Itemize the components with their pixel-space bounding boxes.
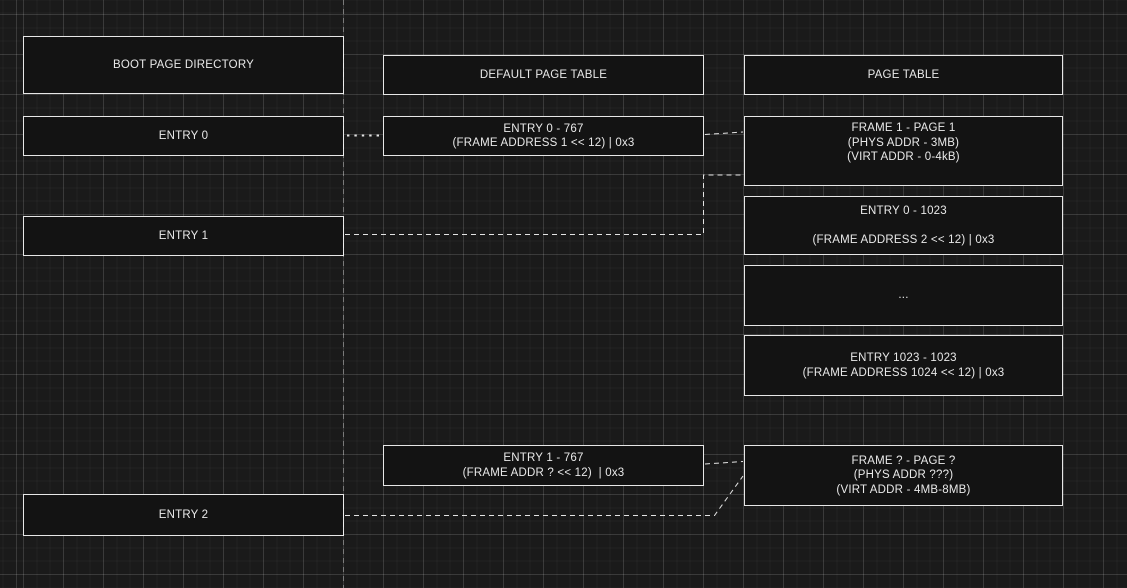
node-default-page-table[interactable]: DEFAULT PAGE TABLE: [383, 55, 704, 95]
node-bpd-entry-1[interactable]: ENTRY 1: [23, 216, 344, 256]
node-bpd-entry-2[interactable]: ENTRY 2: [23, 494, 344, 536]
node-dpt-entry-0[interactable]: ENTRY 0 - 767 (FRAME ADDRESS 1 << 12) | …: [383, 116, 704, 156]
connector-dpt-entry1-to-pt-frame-unknown[interactable]: [704, 461, 744, 465]
node-dpt-entry-1[interactable]: ENTRY 1 - 767 (FRAME ADDR ? << 12) | 0x3: [383, 445, 704, 486]
node-pt-frame-unknown[interactable]: FRAME ? - PAGE ? (PHYS ADDR ???) (VIRT A…: [744, 445, 1063, 506]
node-pt-frame-1[interactable]: FRAME 1 - PAGE 1 (PHYS ADDR - 3MB) (VIRT…: [744, 116, 1063, 186]
connector-bpd-entry1-to-pt-frame1[interactable]: [345, 174, 743, 235]
node-pt-ellipsis[interactable]: ...: [744, 265, 1063, 326]
node-bpd-entry-0[interactable]: ENTRY 0: [23, 116, 344, 156]
connector-bpd-entry2-to-pt-frame-unknown[interactable]: [345, 475, 744, 516]
connector-dpt-entry0-to-pt-frame1[interactable]: [704, 131, 744, 135]
node-boot-page-directory[interactable]: BOOT PAGE DIRECTORY: [23, 36, 344, 94]
node-pt-entry-1023[interactable]: ENTRY 1023 - 1023 (FRAME ADDRESS 1024 <<…: [744, 335, 1063, 396]
node-pt-entry-0[interactable]: ENTRY 0 - 1023 (FRAME ADDRESS 2 << 12) |…: [744, 196, 1063, 255]
node-page-table[interactable]: PAGE TABLE: [744, 55, 1063, 95]
